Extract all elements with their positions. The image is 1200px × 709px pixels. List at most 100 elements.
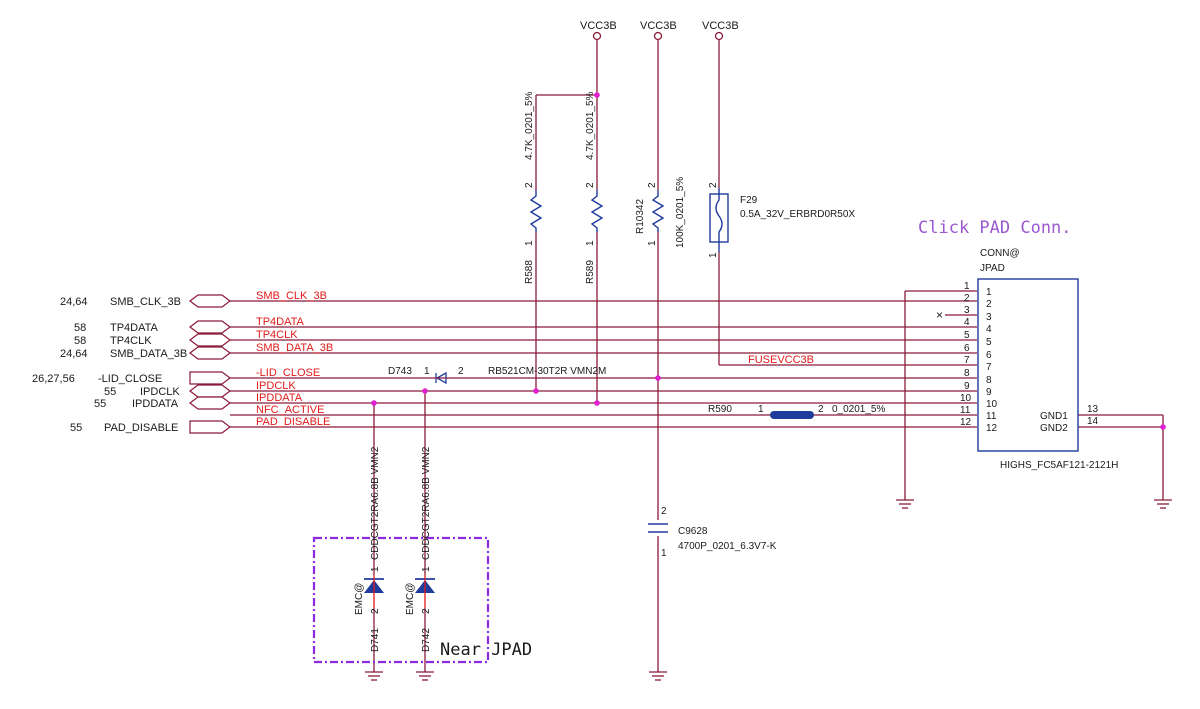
signal-wires bbox=[230, 290, 1164, 672]
power-label-3: VCC3B bbox=[702, 20, 739, 32]
d741-emc: EMC@ bbox=[354, 583, 365, 615]
port-tp4clk-ref: 58 bbox=[74, 335, 86, 347]
esd-diode-d741 bbox=[364, 575, 384, 608]
r10342-value: 100K_0201_5% bbox=[675, 177, 686, 248]
junctions bbox=[371, 375, 1166, 430]
svg-text:4: 4 bbox=[986, 324, 992, 335]
jpad-outer-pins: 1 2 3 4 5 6 7 8 9 10 11 12 bbox=[960, 281, 972, 428]
svg-text:12: 12 bbox=[960, 417, 972, 428]
net-label-smb-clk: SMB_CLK_3B bbox=[256, 290, 327, 302]
f29-ref: F29 bbox=[740, 195, 758, 206]
svg-text:2: 2 bbox=[986, 299, 992, 310]
jpad-inner-pins: 1 2 3 4 5 6 7 8 9 10 11 12 bbox=[986, 287, 998, 434]
net-label-fusevcc: FUSEVCC3B bbox=[748, 354, 814, 366]
port-ipddata[interactable]: 55 IPDDATA bbox=[94, 396, 231, 410]
r588-pin1: 1 bbox=[524, 240, 535, 246]
svg-text:4: 4 bbox=[964, 317, 970, 328]
port-ipdclk-ref: 55 bbox=[104, 386, 116, 398]
resistor-r10342 bbox=[651, 190, 665, 232]
r589-pin2: 2 bbox=[585, 182, 596, 188]
svg-text:7: 7 bbox=[964, 355, 970, 366]
port-tp4data[interactable]: 58 TP4DATA bbox=[74, 320, 231, 334]
r588-value: 4.7K_0201_5% bbox=[524, 91, 535, 160]
port-smb-data-name: SMB_DATA_3B bbox=[110, 348, 187, 360]
svg-text:11: 11 bbox=[960, 405, 971, 416]
port-tp4clk-name: TP4CLK bbox=[110, 335, 152, 347]
svg-text:10: 10 bbox=[986, 399, 998, 410]
r10342-pin2: 2 bbox=[647, 182, 658, 188]
jpad-ref: JPAD bbox=[980, 263, 1005, 274]
r590-ref: R590 bbox=[708, 404, 732, 415]
capacitor-c9628 bbox=[648, 523, 668, 533]
d742-emc: EMC@ bbox=[405, 583, 416, 615]
net-label-ipdclk: IPDCLK bbox=[256, 380, 296, 392]
power-vcc3b-3 bbox=[714, 31, 724, 41]
d741-value: CDDCGT2RA6.8B VMN2 bbox=[370, 446, 381, 560]
svg-text:6: 6 bbox=[986, 350, 992, 361]
ground-icon bbox=[416, 671, 434, 681]
port-ipdclk[interactable]: 55 IPDCLK bbox=[104, 384, 231, 398]
ground-icon bbox=[649, 671, 667, 681]
resistor-r588 bbox=[529, 190, 543, 232]
resistor-r590 bbox=[760, 411, 826, 419]
power-label-2: VCC3B bbox=[640, 20, 677, 32]
ground-icon bbox=[896, 499, 914, 509]
jpad-gnd2: GND2 bbox=[1040, 423, 1068, 434]
left-ports: 24,64 SMB_CLK_3B 58 TP4DATA 58 TP4CLK 24… bbox=[32, 294, 231, 434]
svg-text:11: 11 bbox=[986, 411, 997, 422]
svg-text:8: 8 bbox=[964, 368, 970, 379]
power-vcc3b-2 bbox=[653, 31, 663, 41]
d741-ref: D741 bbox=[370, 628, 381, 652]
jpad-gnd1: GND1 bbox=[1040, 411, 1068, 422]
port-lid-close-name: -LID_CLOSE bbox=[98, 373, 162, 385]
port-tp4data-ref: 58 bbox=[74, 322, 86, 334]
esd-diode-d742 bbox=[415, 575, 435, 608]
net-label-tp4clk: TP4CLK bbox=[256, 329, 298, 341]
port-smb-data[interactable]: 24,64 SMB_DATA_3B bbox=[60, 346, 231, 360]
r588-ref: R588 bbox=[524, 260, 535, 284]
r589-value: 4.7K_0201_5% bbox=[585, 91, 596, 160]
r10342-ref: R10342 bbox=[635, 199, 646, 234]
jpad-part: HIGHS_FC5AF121-2121H bbox=[1000, 460, 1118, 471]
r588-pin2: 2 bbox=[524, 182, 535, 188]
port-pad-disable-ref: 55 bbox=[70, 422, 82, 434]
svg-text:8: 8 bbox=[986, 375, 992, 386]
port-ipddata-name: IPDDATA bbox=[132, 398, 179, 410]
near-jpad-label: Near JPAD bbox=[440, 640, 532, 660]
diode-d743 bbox=[428, 371, 447, 385]
port-smb-clk-name: SMB_CLK_3B bbox=[110, 296, 181, 308]
port-smb-clk[interactable]: 24,64 SMB_CLK_3B bbox=[60, 294, 231, 308]
port-pad-disable[interactable]: 55 PAD_DISABLE bbox=[70, 420, 231, 434]
net-label-tp4data: TP4DATA bbox=[256, 316, 305, 328]
ground-icon bbox=[1154, 499, 1172, 509]
f29-pin1: 1 bbox=[708, 252, 719, 258]
jpad-gnd1-pin: 13 bbox=[1087, 404, 1099, 415]
port-smb-data-ref: 24,64 bbox=[60, 348, 88, 360]
r590-pin1: 1 bbox=[758, 404, 764, 415]
port-smb-clk-ref: 24,64 bbox=[60, 296, 88, 308]
net-label-lid-close: -LID_CLOSE bbox=[256, 367, 320, 379]
d743-pin1: 1 bbox=[424, 366, 430, 377]
d742-ref: D742 bbox=[421, 628, 432, 652]
r589-ref: R589 bbox=[585, 260, 596, 284]
ground-symbols bbox=[365, 499, 1172, 681]
d741-pin2: 2 bbox=[370, 608, 381, 614]
port-ipdclk-name: IPDCLK bbox=[140, 386, 180, 398]
svg-text:1: 1 bbox=[986, 287, 992, 298]
d743-value: RB521CM-30T2R VMN2M bbox=[488, 366, 606, 377]
port-lid-close[interactable]: 26,27,56 -LID_CLOSE bbox=[32, 371, 231, 385]
r590-pin2: 2 bbox=[818, 404, 824, 415]
junction-dot bbox=[594, 92, 600, 98]
schematic-title: Click PAD Conn. bbox=[918, 218, 1072, 238]
svg-text:10: 10 bbox=[960, 393, 972, 404]
c9628-pin2: 2 bbox=[661, 506, 667, 517]
port-tp4clk[interactable]: 58 TP4CLK bbox=[74, 333, 231, 347]
c9628-ref: C9628 bbox=[678, 526, 708, 537]
svg-text:2: 2 bbox=[964, 293, 970, 304]
jpad-tag: CONN@ bbox=[980, 248, 1020, 259]
emc-box bbox=[312, 536, 490, 664]
port-pad-disable-name: PAD_DISABLE bbox=[104, 422, 178, 434]
d743-pin2: 2 bbox=[458, 366, 464, 377]
net-label-ipddata: IPDDATA bbox=[256, 392, 303, 404]
